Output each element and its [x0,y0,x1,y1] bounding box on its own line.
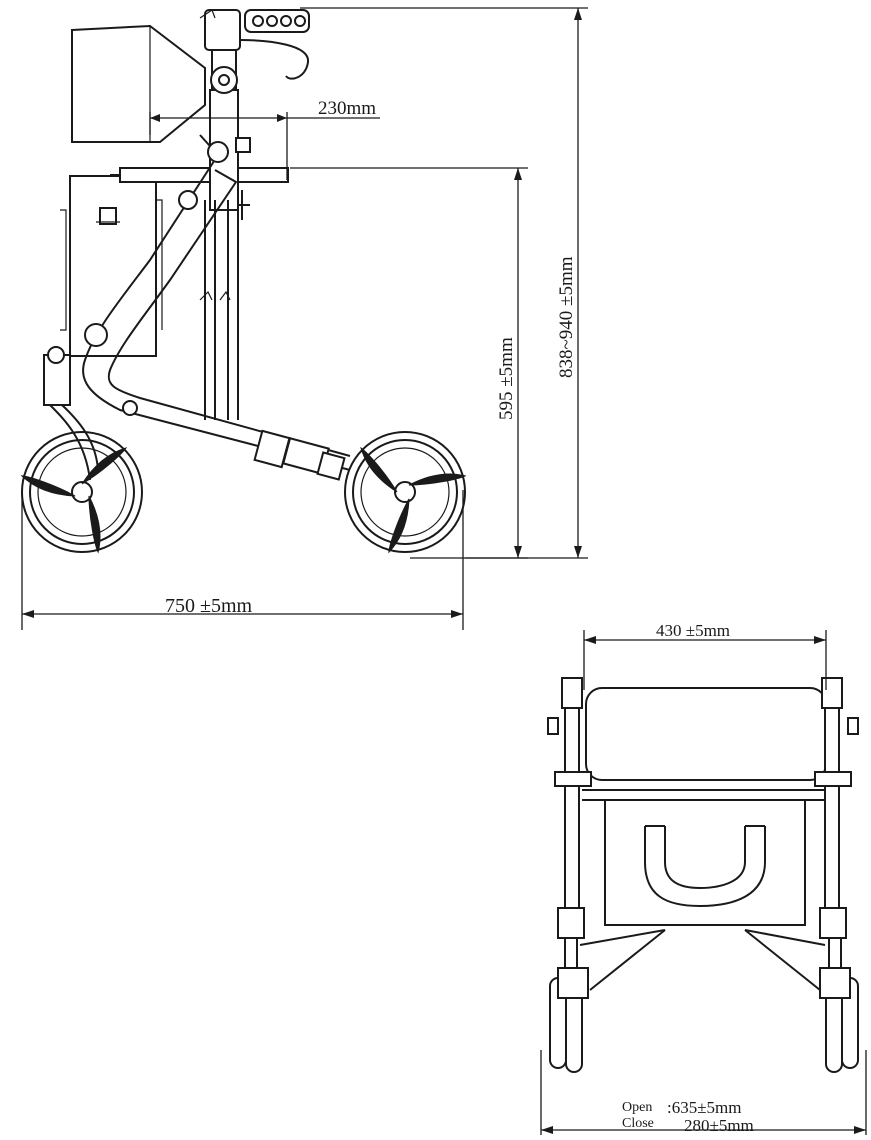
side-rods [199,200,239,420]
length-label: 750 ±5mm [165,595,253,617]
front-right-wheel [819,967,859,1073]
front-left-wheel [549,967,589,1073]
close-value: 280±5mm [684,1116,754,1135]
side-rear-wheel [344,431,466,553]
front-backrest [585,687,827,781]
open-label: Open [622,1100,652,1115]
front-view [547,677,859,1073]
side-bag [60,24,206,357]
side-seat [110,167,289,183]
side-handle [199,9,310,220]
side-view [21,9,466,553]
front-left-upright [547,677,592,999]
handle-offset-label: 230mm [318,98,376,119]
front-bag [604,799,806,926]
side-dimensions [21,7,588,630]
side-frame [82,134,351,481]
close-label: Close [622,1116,654,1131]
front-dimensions [540,630,867,1135]
handle-height-label: 838~940 ±5mm [556,256,577,378]
seat-height-label: 595 ±5mm [496,337,517,420]
width-label: 430 ±5mm [656,621,730,640]
open-value: :635±5mm [667,1098,742,1117]
